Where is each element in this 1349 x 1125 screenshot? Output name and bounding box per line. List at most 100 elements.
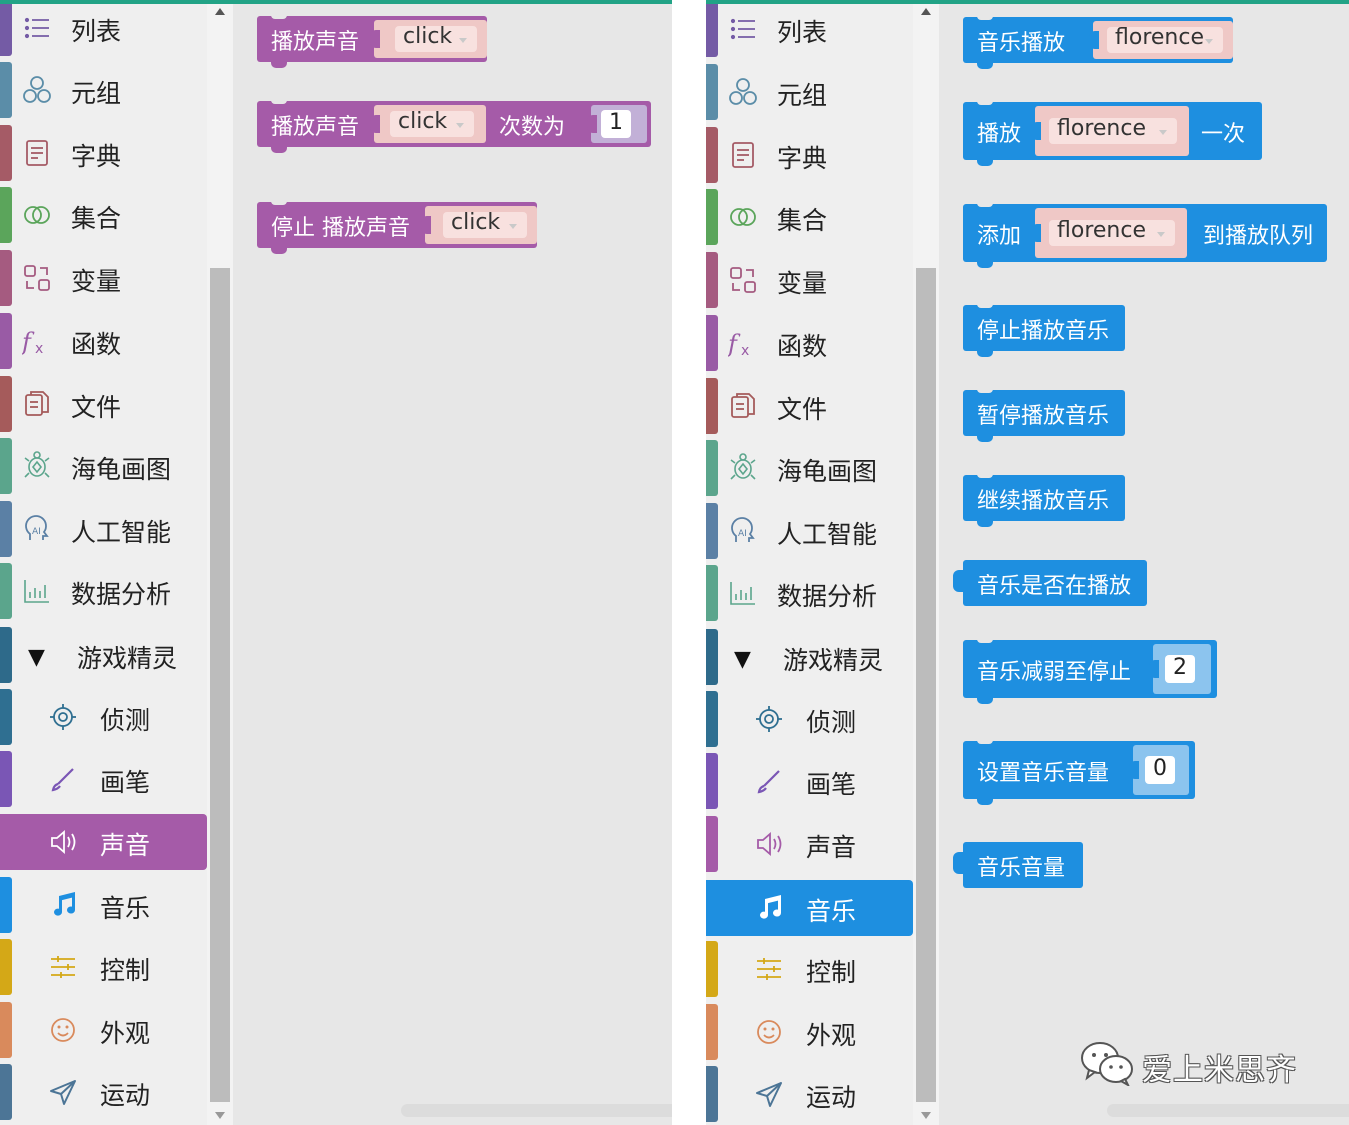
category-item-9[interactable]: 数据分析 xyxy=(0,563,207,619)
category-item-13[interactable]: 声音 xyxy=(0,814,207,870)
workspace-hscrollbar[interactable] xyxy=(1107,1104,1349,1117)
category-item-4[interactable]: 变量 xyxy=(706,252,913,308)
music-block-3[interactable]: 停止播放音乐 xyxy=(963,303,1125,357)
category-item-6[interactable]: 文件 xyxy=(0,376,207,432)
category-item-4[interactable]: 变量 xyxy=(0,250,207,306)
category-item-11[interactable]: 侦测 xyxy=(706,691,913,747)
category-item-10[interactable]: ▼游戏精灵 xyxy=(0,627,207,683)
music-block-6[interactable]: 音乐是否在播放 xyxy=(953,560,1147,606)
input-socket[interactable]: 0 xyxy=(1129,745,1189,795)
category-item-12[interactable]: 画笔 xyxy=(0,751,207,807)
category-item-3[interactable]: 集合 xyxy=(706,189,913,245)
category-item-7[interactable]: 海龟画图 xyxy=(706,440,913,496)
workspace-hscrollbar[interactable] xyxy=(401,1104,672,1117)
input-socket[interactable]: florence xyxy=(1031,106,1189,156)
input-socket[interactable]: click xyxy=(421,206,537,244)
input-socket[interactable]: click xyxy=(370,20,487,58)
category-label: 变量 xyxy=(71,267,122,296)
sound-dropdown[interactable]: florence xyxy=(1049,116,1177,144)
scrollbar-thumb[interactable] xyxy=(916,268,936,1102)
number-input[interactable]: 0 xyxy=(1145,756,1175,784)
category-color-bar xyxy=(706,189,718,245)
category-item-17[interactable]: 运动 xyxy=(0,1064,207,1120)
wechat-icon xyxy=(1081,1042,1133,1086)
triangle-down-icon[interactable]: ▼ xyxy=(28,645,45,670)
set-icon xyxy=(24,206,50,224)
scroll-down-icon[interactable] xyxy=(921,1112,931,1119)
category-item-15[interactable]: 控制 xyxy=(0,939,207,995)
number-input[interactable]: 2 xyxy=(1165,655,1195,683)
number-input[interactable]: 1 xyxy=(601,110,631,138)
category-item-16[interactable]: 外观 xyxy=(0,1002,207,1058)
category-item-13[interactable]: 声音 xyxy=(706,816,913,872)
dropdown-value: florence xyxy=(1057,218,1146,243)
music-block-9[interactable]: 音乐音量 xyxy=(953,842,1083,888)
list-icon xyxy=(24,17,49,39)
category-item-15[interactable]: 控制 xyxy=(706,941,913,997)
category-item-1[interactable]: 元组 xyxy=(706,64,913,120)
input-socket[interactable]: florence xyxy=(1089,21,1233,59)
input-socket[interactable]: florence xyxy=(1031,208,1187,258)
category-color-bar xyxy=(0,751,12,807)
category-item-2[interactable]: 字典 xyxy=(706,127,913,183)
sound-dropdown[interactable]: florence xyxy=(1107,25,1223,53)
music-block-5[interactable]: 继续播放音乐 xyxy=(963,473,1125,527)
category-item-11[interactable]: 侦测 xyxy=(0,689,207,745)
category-item-0[interactable]: 列表 xyxy=(0,0,207,56)
sound-dropdown[interactable]: click xyxy=(443,210,527,238)
sound-dropdown[interactable]: click xyxy=(395,24,477,52)
category-item-17[interactable]: 运动 xyxy=(706,1066,913,1122)
category-color-bar xyxy=(0,376,12,432)
category-item-14[interactable]: 音乐 xyxy=(0,877,207,933)
scroll-down-icon[interactable] xyxy=(215,1112,225,1119)
send-icon xyxy=(756,1082,782,1107)
category-label: 外观 xyxy=(100,1019,151,1048)
category-label: 海龟画图 xyxy=(777,457,878,486)
category-item-3[interactable]: 集合 xyxy=(0,187,207,243)
category-color-bar xyxy=(706,691,718,747)
music-block-4[interactable]: 暂停播放音乐 xyxy=(963,388,1125,442)
sound-dropdown[interactable]: click xyxy=(390,109,474,137)
category-item-6[interactable]: 文件 xyxy=(706,378,913,434)
category-color-bar xyxy=(0,250,12,306)
input-socket[interactable]: 1 xyxy=(587,105,647,143)
category-item-7[interactable]: 海龟画图 xyxy=(0,438,207,494)
ai-icon: AI xyxy=(25,515,49,540)
socket-notch xyxy=(1149,660,1159,678)
category-item-10[interactable]: ▼游戏精灵 xyxy=(706,629,913,685)
scrollbar-thumb[interactable] xyxy=(210,268,230,1102)
input-socket[interactable]: 2 xyxy=(1149,644,1211,694)
category-item-16[interactable]: 外观 xyxy=(706,1004,913,1060)
toolbox-scrollbar[interactable] xyxy=(913,0,939,1125)
category-item-2[interactable]: 字典 xyxy=(0,125,207,181)
category-item-12[interactable]: 画笔 xyxy=(706,753,913,809)
sound-dropdown[interactable]: florence xyxy=(1049,218,1175,246)
sound-block-2[interactable]: 停止 播放声音 click xyxy=(257,200,537,254)
triangle-down-icon[interactable]: ▼ xyxy=(734,647,751,672)
category-color-bar xyxy=(0,187,12,243)
category-item-14[interactable]: 音乐 xyxy=(706,880,913,936)
category-item-0[interactable]: 列表 xyxy=(706,1,913,57)
input-socket[interactable]: click xyxy=(370,105,486,143)
scroll-up-icon[interactable] xyxy=(921,8,931,15)
category-item-1[interactable]: 元组 xyxy=(0,62,207,118)
category-label: 元组 xyxy=(777,81,828,110)
category-label: 控制 xyxy=(806,958,857,987)
scroll-up-icon[interactable] xyxy=(215,8,225,15)
category-item-9[interactable]: 数据分析 xyxy=(706,565,913,621)
block-label: 停止 播放声音 xyxy=(271,216,410,241)
toolbox-scrollbar[interactable] xyxy=(207,0,233,1125)
